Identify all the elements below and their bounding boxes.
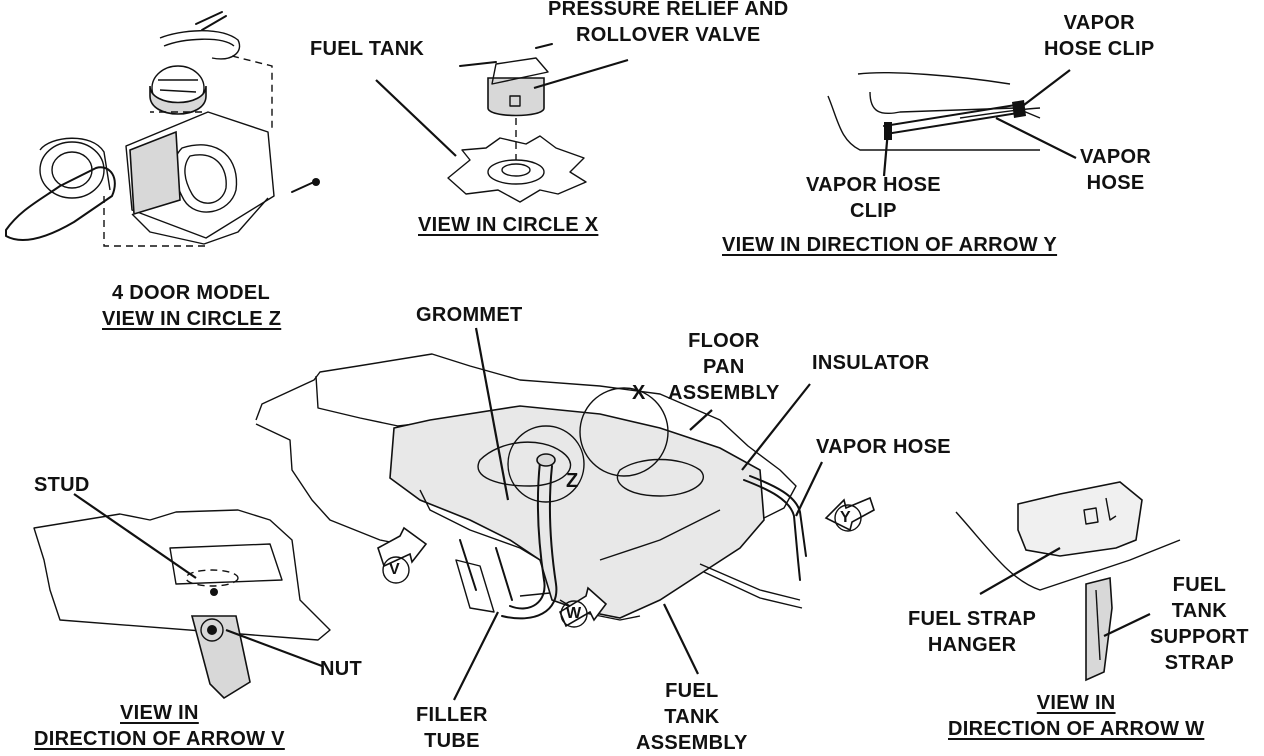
fuel-tank-assembly-label: FUEL TANK ASSEMBLY: [636, 680, 748, 754]
fuel-strap-hanger-label: FUEL STRAP HANGER: [908, 608, 1037, 656]
floor-pan-assembly-label: FLOOR PAN ASSEMBLY: [668, 330, 780, 404]
arrow-w-marker: W: [566, 605, 582, 622]
fuel-tank-support-strap-label: FUEL TANK SUPPORT STRAP: [1150, 574, 1249, 674]
vapor-hose-clip-mid-label: VAPOR HOSE CLIP: [806, 174, 941, 222]
main-fuel-tank-assembly: [255, 353, 875, 628]
vapor-hose-right-label: VAPOR HOSE: [1080, 146, 1152, 194]
insulator-label: INSULATOR: [812, 352, 930, 374]
rollover-valve-detail: [447, 43, 587, 203]
arrow-y-marker: Y: [840, 509, 851, 526]
filler-tube-label: FILLER TUBE: [416, 704, 488, 752]
stud-nut-detail: [33, 509, 331, 700]
filler-neck-detail: [5, 11, 320, 247]
view-arrow-y-title: VIEW IN DIRECTION OF ARROW Y: [722, 234, 1058, 256]
four-door-model-label: 4 DOOR MODEL: [112, 282, 271, 304]
arrow-v-marker: V: [389, 561, 400, 578]
circle-z-marker: Z: [566, 470, 579, 492]
vapor-hose-clip-top-label: VAPOR HOSE CLIP: [1044, 12, 1155, 60]
stud-label: STUD: [34, 474, 90, 496]
view-arrow-v-title: VIEW IN DIRECTION OF ARROW V: [34, 702, 285, 750]
strap-hanger-detail: [955, 481, 1181, 682]
vapor-hose-label: VAPOR HOSE: [816, 436, 951, 458]
view-circle-x-title: VIEW IN CIRCLE X: [418, 214, 599, 236]
circle-x-marker: X: [632, 382, 646, 404]
view-arrow-w-title: VIEW IN DIRECTION OF ARROW W: [948, 692, 1205, 740]
nut-label: NUT: [320, 658, 363, 680]
fuel-tank-label: FUEL TANK: [310, 38, 425, 60]
grommet-label: GROMMET: [416, 304, 523, 326]
leader-lines: [73, 58, 1151, 701]
pressure-relief-label: PRESSURE RELIEF AND ROLLOVER VALVE: [548, 0, 789, 46]
vapor-hose-clip-detail: [827, 72, 1041, 151]
view-circle-z-title: VIEW IN CIRCLE Z: [102, 308, 282, 330]
